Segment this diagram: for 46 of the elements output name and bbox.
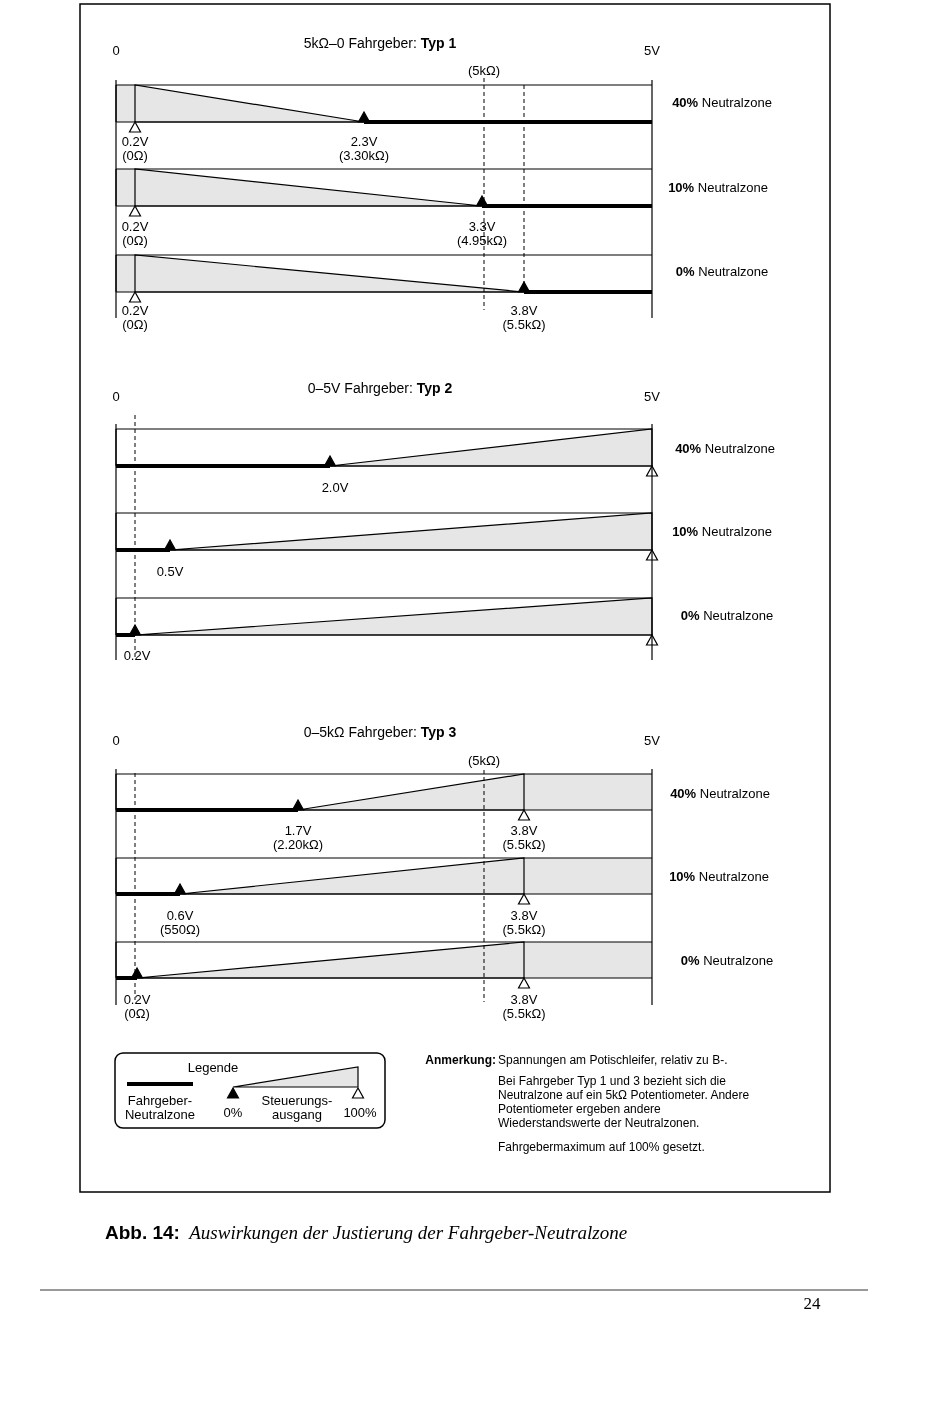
zone-label: 0% Neutralzone	[675, 265, 769, 279]
marker-value: 3.8V (5.5kΩ)	[502, 909, 546, 937]
axis-label: 5V	[644, 390, 660, 404]
marker-value: 3.8V (5.5kΩ)	[502, 824, 546, 852]
reference-label: (5kΩ)	[467, 64, 501, 78]
axis-label: 5V	[644, 734, 660, 748]
legend-label: 0%	[223, 1106, 243, 1120]
marker-value: 0.2V	[123, 649, 151, 663]
legend-label: Steuerungs- ausgang	[261, 1094, 333, 1122]
figure-caption: Abb. 14: Auswirkungen der Justierung der Fahrgeber-Neutralzone	[105, 1222, 628, 1244]
note-text: Fahrgebermaximum auf 100% gesetzt.	[498, 1140, 705, 1154]
legend-label: Fahrgeber- Neutralzone	[124, 1094, 196, 1122]
legend-title: Legende	[187, 1061, 239, 1075]
zone-label: 40% Neutralzone	[670, 787, 770, 801]
panel-title: 0–5V Fahrgeber: Typ 2	[307, 381, 453, 395]
marker-value: 0.2V (0Ω)	[121, 220, 149, 248]
marker-value: 2.0V	[321, 481, 349, 495]
zone-label: 0% Neutralzone	[680, 954, 774, 968]
marker-value: 1.7V (2.20kΩ)	[272, 824, 324, 852]
panel-title: 5kΩ–0 Fahrgeber: Typ 1	[303, 36, 457, 50]
zone-label: 40% Neutralzone	[675, 442, 775, 456]
axis-label: 5V	[644, 44, 660, 58]
zone-label: 10% Neutralzone	[672, 525, 772, 539]
marker-value: 0.2V (0Ω)	[121, 304, 149, 332]
reference-label: (5kΩ)	[467, 754, 501, 768]
zone-label: 0% Neutralzone	[680, 609, 774, 623]
marker-value: 0.2V (0Ω)	[123, 993, 151, 1021]
zone-label: 10% Neutralzone	[668, 181, 768, 195]
axis-label: 0	[112, 44, 120, 58]
axis-label: 0	[112, 390, 120, 404]
marker-value: 3.3V (4.95kΩ)	[456, 220, 508, 248]
legend-label: 100%	[343, 1106, 377, 1120]
marker-value: 2.3V (3.30kΩ)	[338, 135, 390, 163]
zone-label: 10% Neutralzone	[669, 870, 769, 884]
note-text: Spannungen am Potischleifer, relativ zu B-.	[498, 1053, 728, 1067]
marker-value: 0.2V (0Ω)	[121, 135, 149, 163]
panel-title: 0–5kΩ Fahrgeber: Typ 3	[303, 725, 457, 739]
marker-value: 3.8V (5.5kΩ)	[502, 304, 546, 332]
marker-value: 3.8V (5.5kΩ)	[502, 993, 546, 1021]
marker-value: 0.6V (550Ω)	[159, 909, 201, 937]
note-text: Bei Fahrgeber Typ 1 und 3 bezieht sich die Neutralzone auf ein 5kΩ Potentiometer. Andere Potentiometer ergeben andere Wiederstandswerte der Neutralzonen.	[498, 1074, 751, 1130]
page-number: 24	[803, 1297, 821, 1311]
note-label: Anmerkung:	[425, 1053, 496, 1067]
zone-label: 40% Neutralzone	[672, 96, 772, 110]
axis-label: 0	[112, 734, 120, 748]
marker-value: 0.5V	[156, 565, 184, 579]
